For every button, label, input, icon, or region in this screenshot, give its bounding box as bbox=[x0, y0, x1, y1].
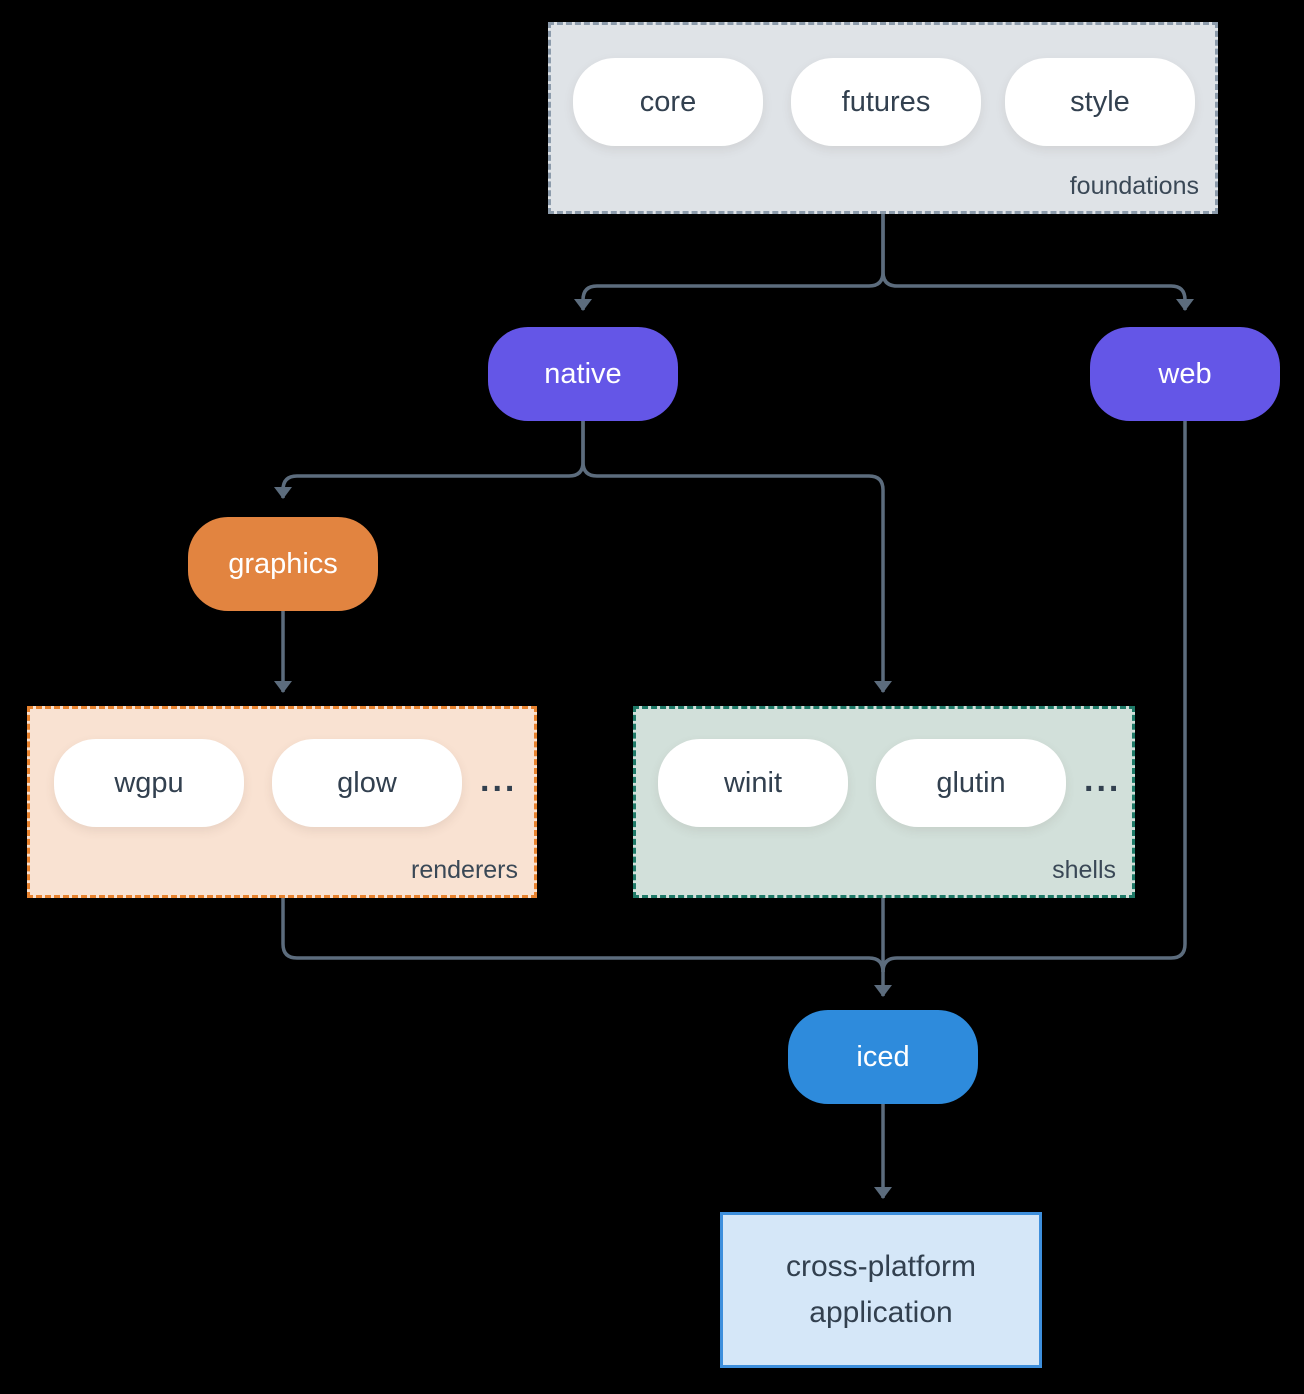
pill-glutin: glutin bbox=[876, 739, 1066, 827]
app-node: cross-platform application bbox=[720, 1212, 1042, 1368]
node-web: web bbox=[1090, 327, 1280, 421]
edge-renderers-merge bbox=[281, 898, 885, 973]
foundations-group-box: core futures style foundations bbox=[548, 22, 1218, 214]
renderers-group-box: wgpu glow ... renderers bbox=[27, 706, 537, 898]
app-label-line1: cross-platform bbox=[785, 1250, 977, 1283]
edge-native-graphics bbox=[274, 421, 585, 499]
pill-wgpu: wgpu bbox=[54, 739, 244, 827]
pill-style: style bbox=[1005, 58, 1195, 146]
shells-group-box: winit glutin ... shells bbox=[633, 706, 1135, 898]
pill-core: core bbox=[573, 58, 763, 146]
edge-foundations-web bbox=[881, 214, 1194, 311]
pill-winit: winit bbox=[658, 739, 848, 827]
pill-futures: futures bbox=[791, 58, 981, 146]
node-graphics: graphics bbox=[188, 517, 378, 611]
shells-ellipsis: ... bbox=[1084, 761, 1122, 799]
app-label-line2: application bbox=[809, 1296, 953, 1329]
node-native: native bbox=[488, 327, 678, 421]
renderers-label: renderers bbox=[411, 856, 518, 884]
renderers-ellipsis: ... bbox=[480, 761, 518, 799]
shells-label: shells bbox=[1052, 856, 1116, 884]
edge-native-shells bbox=[581, 421, 892, 693]
node-iced: iced bbox=[788, 1010, 978, 1104]
edge-foundations-native bbox=[574, 214, 885, 311]
foundations-label: foundations bbox=[1069, 172, 1199, 200]
pill-glow: glow bbox=[272, 739, 462, 827]
